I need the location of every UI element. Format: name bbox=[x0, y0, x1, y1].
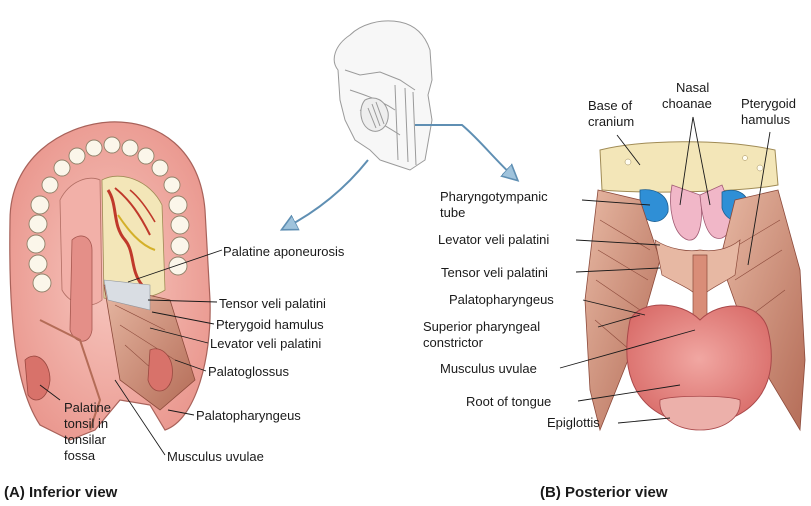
head-sagittal-sketch bbox=[333, 20, 433, 171]
label-palatopharyngeus-b: Palatopharyngeus bbox=[449, 292, 554, 307]
pointer-arrow-posterior bbox=[415, 124, 515, 178]
label-palatine-tonsil-line3: tonsilar bbox=[64, 432, 106, 447]
label-pharyngotympanic-line1: Pharyngotympanic bbox=[440, 189, 548, 204]
label-musculus-uvulae-b: Musculus uvulae bbox=[440, 361, 537, 376]
leader-lines-inferior bbox=[39, 249, 223, 456]
palate-inferior-drawing bbox=[9, 121, 211, 441]
label-palatine-aponeurosis: Palatine aponeurosis bbox=[223, 244, 345, 259]
label-levator-veli-palatini-b: Levator veli palatini bbox=[438, 232, 550, 247]
label-pterygoid-hamulus-b-line1: Pterygoid bbox=[741, 96, 796, 111]
label-pterygoid-hamulus-b-line2: hamulus bbox=[741, 112, 791, 127]
label-nasal-choanae-line1: Nasal bbox=[676, 80, 710, 95]
label-superior-constrictor-line2: constrictor bbox=[423, 335, 483, 350]
leader-lines-posterior bbox=[559, 116, 771, 424]
label-musculus-uvulae-a: Musculus uvulae bbox=[167, 449, 264, 464]
caption-inferior-view: (A) Inferior view bbox=[4, 484, 118, 501]
label-palatine-tonsil-line2: tonsil in bbox=[64, 416, 109, 431]
label-base-of-cranium-line2: cranium bbox=[588, 114, 635, 129]
label-pharyngotympanic-line2: tube bbox=[440, 205, 466, 220]
teeth-row bbox=[26, 136, 190, 293]
label-tensor-veli-palatini-b: Tensor veli palatini bbox=[441, 265, 548, 280]
label-palatoglossus: Palatoglossus bbox=[208, 364, 289, 379]
label-tensor-veli-palatini-a: Tensor veli palatini bbox=[219, 296, 326, 311]
label-root-of-tongue: Root of tongue bbox=[466, 394, 552, 409]
label-superior-constrictor-line1: Superior pharyngeal bbox=[423, 319, 541, 334]
pharynx-posterior-drawing bbox=[584, 141, 806, 432]
label-palatopharyngeus-a: Palatopharyngeus bbox=[196, 408, 301, 423]
caption-posterior-view: (B) Posterior view bbox=[540, 484, 668, 501]
label-base-of-cranium-line1: Base of bbox=[588, 98, 633, 113]
label-pterygoid-hamulus-a: Pterygoid hamulus bbox=[216, 317, 324, 332]
label-levator-veli-palatini-a: Levator veli palatini bbox=[210, 336, 322, 351]
label-palatine-tonsil-line4: fossa bbox=[64, 448, 96, 463]
label-epiglottis: Epiglottis bbox=[547, 415, 600, 430]
label-nasal-choanae-line2: choanae bbox=[662, 96, 712, 111]
label-palatine-tonsil-line1: Palatine bbox=[64, 400, 111, 415]
pointer-arrow-inferior bbox=[285, 159, 369, 228]
